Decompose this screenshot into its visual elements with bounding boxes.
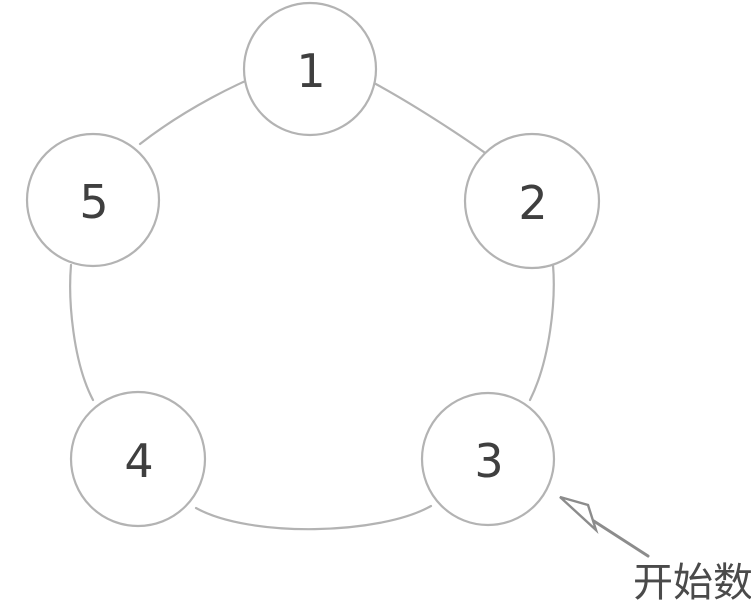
edge-4-to-5 — [69, 263, 95, 402]
node-4-label: 4 — [124, 434, 153, 488]
node-2[interactable]: 2 — [463, 132, 601, 270]
node-5[interactable]: 5 — [25, 132, 161, 268]
node-1-label: 1 — [296, 44, 325, 98]
node-5-label: 5 — [79, 175, 108, 229]
node-5-circle[interactable] — [25, 132, 161, 268]
edge-1-to-2 — [372, 81, 494, 160]
arrowhead-icon — [559, 495, 599, 534]
node-1-circle[interactable] — [242, 1, 378, 137]
node-2-label: 2 — [518, 176, 547, 230]
node-3[interactable]: 3 — [420, 391, 556, 527]
edge-3-to-4 — [194, 504, 433, 531]
node-4-circle[interactable] — [69, 390, 207, 528]
node-1[interactable]: 1 — [242, 1, 378, 137]
edge-2-to-3 — [528, 263, 555, 402]
node-2-circle[interactable] — [463, 132, 601, 270]
node-4[interactable]: 4 — [69, 390, 207, 528]
start-annotation-label: 开始数 — [633, 560, 751, 603]
arrow-shaft-line — [584, 514, 650, 558]
start-annotation-arrow — [559, 495, 650, 558]
node-3-label: 3 — [474, 434, 503, 488]
edge-5-to-1 — [138, 78, 250, 146]
node-3-circle[interactable] — [420, 391, 556, 527]
node-group: 1 2 3 4 5 — [25, 1, 601, 528]
